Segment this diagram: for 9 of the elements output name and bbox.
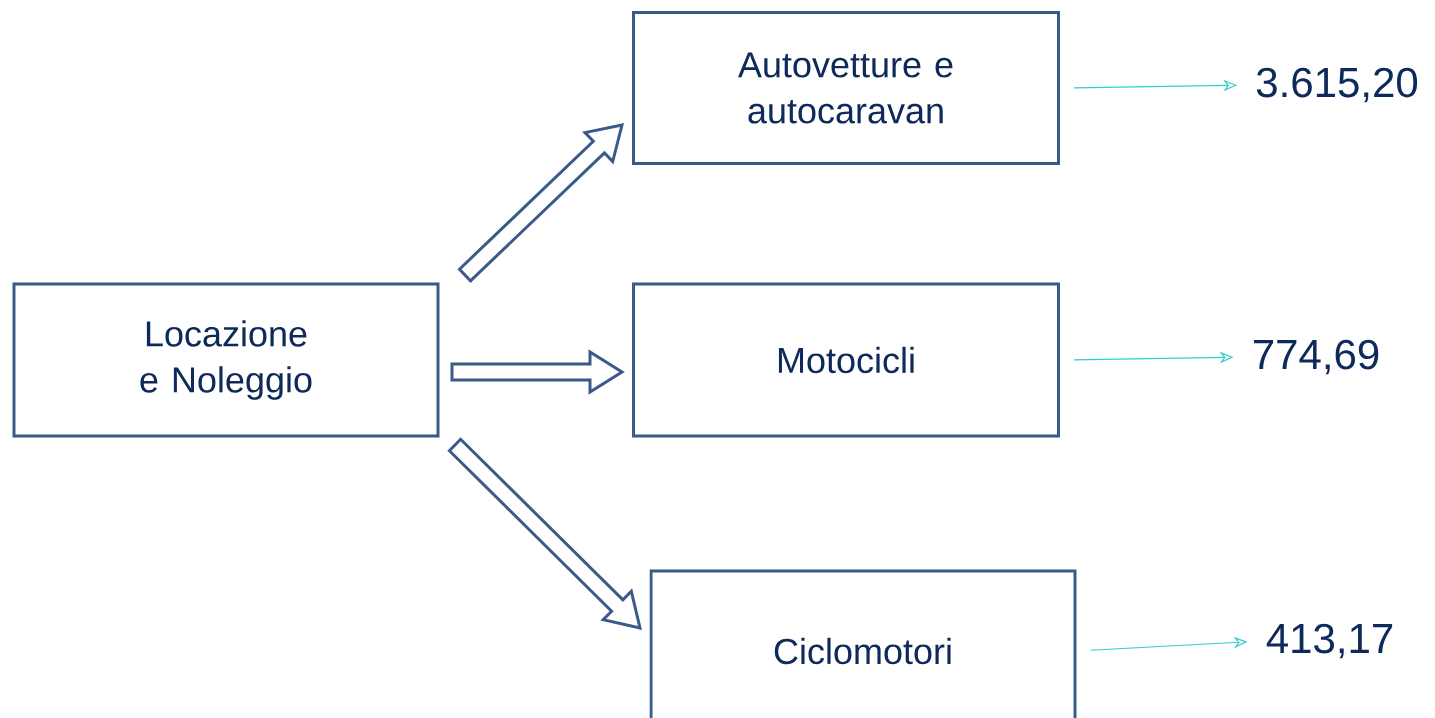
category-box: Locazione e Noleggio — [12, 282, 440, 438]
category-box: Autovetture e autocaravan — [632, 11, 1060, 165]
block-arrow — [447, 437, 643, 630]
value-text: 3.615,20 — [1256, 67, 1418, 103]
category-box: Motocicli — [632, 282, 1060, 438]
value-text: 774,69 — [1253, 339, 1379, 375]
block-arrow — [450, 349, 625, 395]
value-text: 413,17 — [1266, 623, 1393, 659]
category-box: Ciclomotori — [649, 569, 1077, 718]
